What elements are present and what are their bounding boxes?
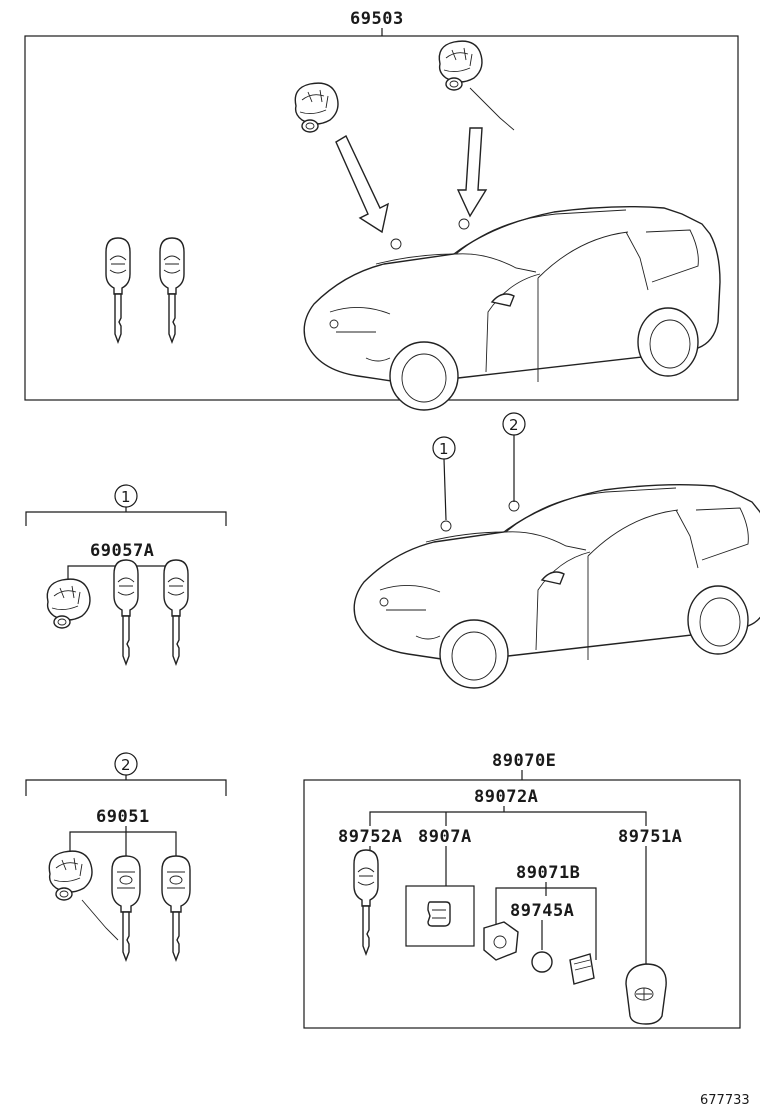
lock-cylinder-icon — [48, 850, 93, 901]
figure-id: 677733 — [700, 1093, 750, 1108]
leader-ref-1 — [443, 458, 447, 521]
keyhole-marker — [440, 520, 452, 532]
part-label-69057A: 69057A — [90, 541, 154, 561]
ref-number-1: 1 — [439, 440, 449, 458]
part-label-89745A: 89745A — [510, 901, 574, 921]
part-label-89072A: 89072A — [474, 787, 538, 807]
part-label-89752A: 89752A — [338, 827, 402, 847]
leader-69051 — [69, 826, 177, 860]
ref-number-2: 2 — [121, 756, 131, 774]
remote-key-icon — [111, 855, 141, 961]
remote-key-icon — [161, 855, 191, 961]
battery-icon — [531, 951, 553, 973]
remote-key-icon — [353, 849, 379, 955]
transponder-icon — [427, 901, 451, 927]
leader-89072A — [369, 806, 647, 826]
car-icon — [303, 205, 721, 411]
bracket-group-1 — [25, 507, 227, 526]
part-label-89071B: 89071B — [516, 863, 580, 883]
ref-number-2: 2 — [509, 416, 519, 434]
box-89070E — [303, 779, 741, 1029]
bracket-group-2 — [25, 775, 227, 796]
leader-89071B — [495, 882, 597, 960]
part-label-69503: 69503 — [350, 9, 404, 29]
lock-cylinder-icon — [46, 578, 91, 629]
arrow-icon — [335, 135, 389, 234]
car-icon — [353, 483, 760, 689]
cylinder-wire — [469, 87, 515, 131]
box-8907A — [405, 885, 475, 947]
part-label-89751A: 89751A — [618, 827, 682, 847]
keyhole-marker — [390, 238, 402, 250]
part-label-89070E: 89070E — [492, 751, 556, 771]
key-icon — [113, 559, 139, 665]
lock-cylinder-icon — [438, 40, 483, 91]
cylinder-wire — [81, 899, 119, 941]
key-icon — [105, 237, 131, 343]
lock-cylinder-icon — [294, 82, 339, 133]
part-label-69051: 69051 — [96, 807, 150, 827]
box-69503 — [24, 35, 739, 401]
transponder-icon — [569, 953, 595, 985]
key-icon — [159, 237, 185, 343]
transponder-icon — [483, 921, 519, 961]
part-label-8907A: 8907A — [418, 827, 472, 847]
arrow-icon — [456, 127, 488, 218]
ref-number-1: 1 — [121, 488, 131, 506]
keyhole-marker — [508, 500, 520, 512]
key-icon — [163, 559, 189, 665]
keyhole-marker — [458, 218, 470, 230]
